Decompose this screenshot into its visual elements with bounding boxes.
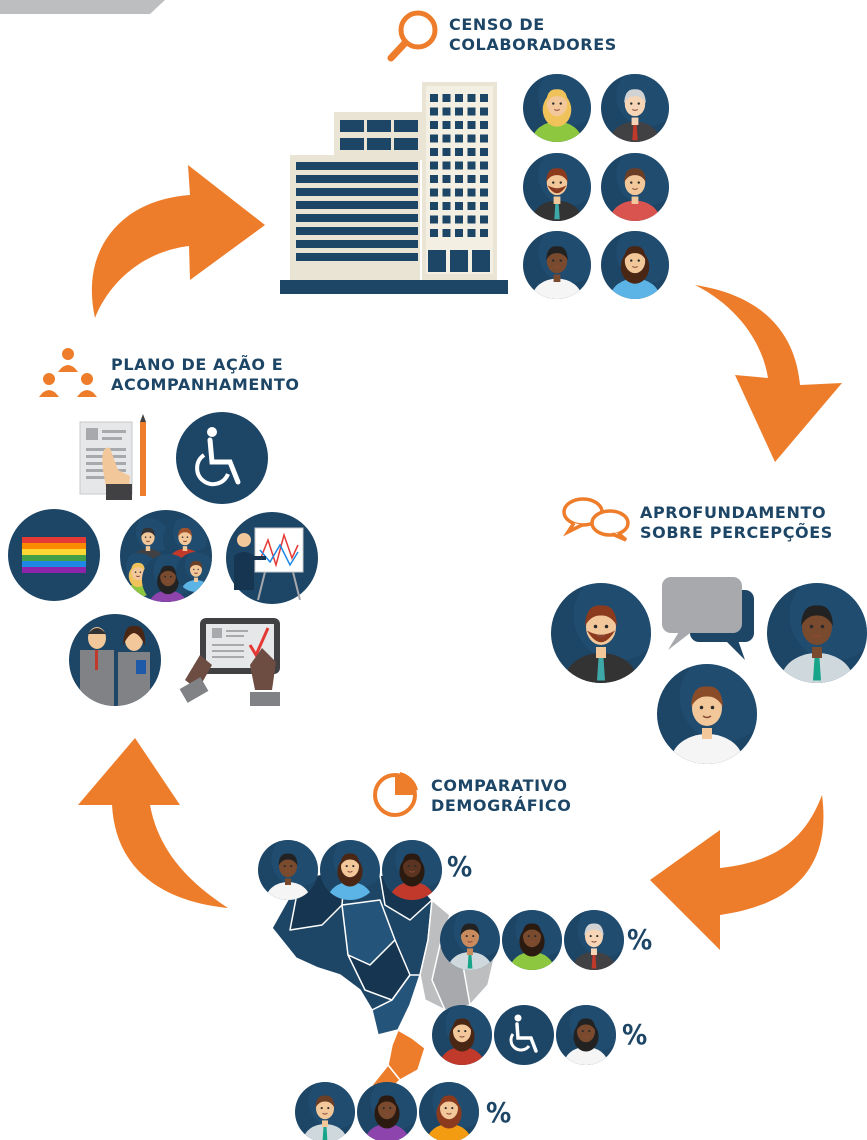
plano-title-line2: ACOMPANHAMENTO (111, 375, 300, 394)
demographic-avatar (502, 910, 562, 970)
demographic-avatars (258, 840, 624, 1140)
comparativo-title-line1: COMPARATIVO (431, 776, 568, 795)
demographic-avatar (564, 910, 624, 970)
wheelchair-icon (176, 412, 268, 504)
percent-label-3: % (622, 1018, 647, 1051)
resume-document-icon (79, 414, 146, 500)
demographic-avatar (432, 1005, 492, 1065)
demographic-avatar (382, 840, 442, 900)
presentation-board-icon (226, 512, 318, 604)
tablet-checklist-icon (179, 618, 280, 706)
arrow-to-censo (91, 165, 265, 318)
censo-title-line2: COLABORADORES (449, 35, 617, 54)
demographic-avatar (556, 1005, 616, 1065)
demographic-avatar (295, 1082, 355, 1140)
censo-title: CENSO DE COLABORADORES (449, 15, 617, 55)
interview-avatar (767, 583, 867, 683)
colleagues-avatar (69, 614, 161, 706)
plano-title: PLANO DE AÇÃO E ACOMPANHAMENTO (111, 355, 300, 395)
demographic-avatar (357, 1082, 417, 1140)
percent-label-4: % (486, 1096, 511, 1129)
employee-avatar (601, 74, 669, 142)
percent-label-2: % (627, 923, 652, 956)
pie-chart-icon (373, 772, 418, 817)
plano-title-line1: PLANO DE AÇÃO E (111, 355, 284, 374)
chat-bubbles-icon (562, 497, 630, 542)
employee-avatar (601, 231, 669, 299)
aprofundamento-title-line1: APROFUNDAMENTO (640, 503, 827, 522)
arrow-to-comparativo (650, 795, 824, 950)
censo-title-line1: CENSO DE (449, 15, 545, 34)
demographic-avatar (320, 840, 380, 900)
percent-label-1: % (447, 850, 472, 883)
corner-tab (0, 0, 165, 14)
employee-avatar (523, 231, 591, 299)
arrow-to-aprofundamento (695, 285, 842, 462)
interview-avatar (657, 664, 757, 764)
team-member-avatar (163, 518, 207, 562)
interview-avatar (551, 583, 651, 683)
employee-avatar (523, 74, 591, 142)
demographic-avatar (419, 1082, 479, 1140)
conversation-bubbles (662, 577, 754, 660)
employee-avatar (601, 153, 669, 221)
team-icon (39, 348, 97, 397)
employee-avatar (523, 153, 591, 221)
arrow-to-plano (78, 738, 228, 908)
aprofundamento-title-line2: SOBRE PERCEPÇÕES (640, 523, 833, 542)
people-avatars (69, 74, 867, 764)
wheelchair-avatar-icon (494, 1005, 554, 1065)
magnifier-icon (387, 10, 438, 62)
comparativo-title-line2: DEMOGRÁFICO (431, 796, 572, 815)
comparativo-title: COMPARATIVO DEMOGRÁFICO (431, 776, 571, 816)
office-building-illustration (280, 82, 508, 294)
cycle-arrows (78, 165, 842, 950)
aprofundamento-title: APROFUNDAMENTO SOBRE PERCEPÇÕES (640, 503, 833, 543)
diverse-team-avatar (120, 510, 212, 602)
lgbt-flag-icon (8, 509, 100, 601)
